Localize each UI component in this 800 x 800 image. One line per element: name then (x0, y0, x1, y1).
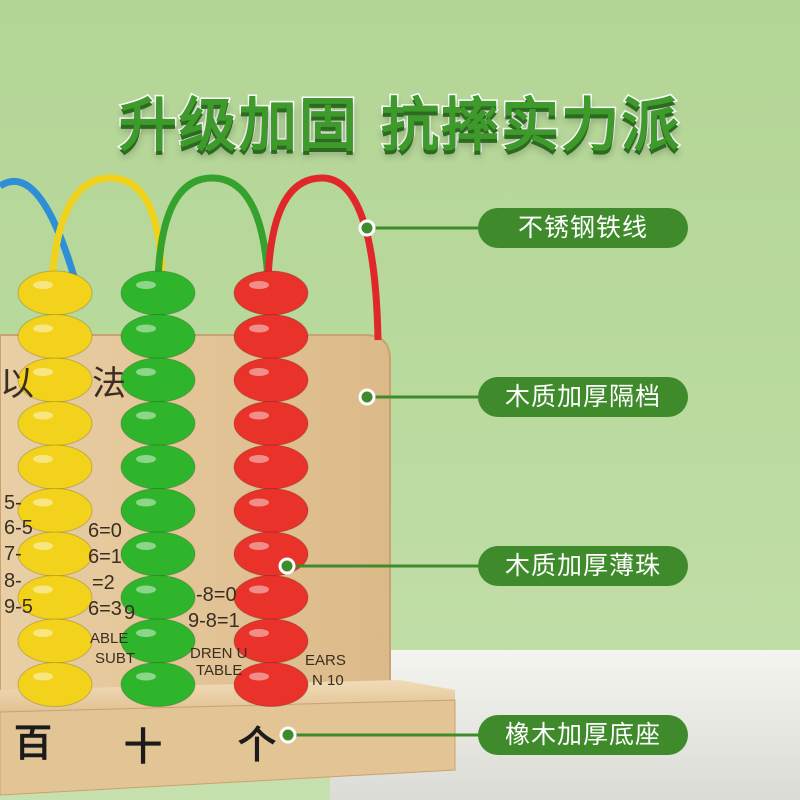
callout-dot (278, 557, 296, 575)
callout-dot (279, 726, 297, 744)
green-wire (154, 174, 272, 281)
bead-highlight (249, 368, 269, 376)
base-label-hundreds: 百 (14, 720, 53, 765)
bead-highlight (33, 542, 53, 550)
headline: 升级加固 抗摔实力派 (117, 90, 682, 161)
abacus-bead (233, 357, 309, 403)
board-text: 6-5 (4, 517, 33, 539)
bead-highlight (33, 411, 53, 420)
abacus-bead (233, 401, 309, 446)
abacus-bead (120, 270, 196, 316)
abacus-bead (17, 662, 93, 707)
base-label-tens: 十 (124, 724, 163, 769)
bead-highlight (136, 498, 156, 507)
abacus-bead (17, 270, 93, 316)
board-text: TABLE (196, 662, 243, 679)
abacus-bead (120, 444, 196, 490)
abacus-bead (233, 531, 309, 577)
base-label-ones: 个 (238, 722, 277, 767)
board-text: 9-5 (4, 596, 33, 618)
oak-base-top (0, 680, 455, 712)
callout-steel-wire: 不锈钢铁线 (478, 208, 688, 248)
bead-highlight (33, 368, 53, 376)
bead-highlight (249, 411, 269, 420)
abacus-bead (17, 444, 93, 490)
bead-highlight (249, 498, 269, 507)
callout-oak-base: 橡木加厚底座 (478, 715, 688, 755)
board-text: 6=3 (88, 598, 122, 620)
bead-highlight (33, 455, 53, 463)
bead-highlight (249, 629, 269, 637)
bead-highlight (33, 585, 53, 594)
callout-wooden-board: 木质加厚隔档 (478, 377, 688, 417)
abacus-bead (120, 357, 196, 403)
board-text: N 10 (312, 672, 344, 689)
bead-highlight (136, 324, 156, 333)
callout-wooden-beads: 木质加厚薄珠 (478, 546, 688, 586)
board-text: 6=0 (88, 520, 122, 542)
bead-highlight (33, 672, 53, 681)
board-text: =2 (92, 572, 115, 594)
abacus-bead (17, 314, 93, 359)
abacus-bead (120, 314, 196, 359)
abacus-bead (120, 531, 196, 577)
board-text: 以 (0, 365, 34, 403)
abacus-bead (120, 662, 196, 707)
board-text: 9-8=1 (188, 610, 240, 632)
bead-highlight (136, 585, 156, 594)
board-text: -8=0 (196, 584, 237, 606)
oak-base-front (0, 699, 456, 796)
bead-highlight (136, 368, 156, 376)
bead-highlight (249, 672, 269, 681)
board-text: SUBT (95, 650, 136, 667)
board-text: 8- (4, 570, 22, 592)
board-text: 法 (92, 365, 126, 403)
abacus-bead (233, 488, 309, 533)
abacus-bead (233, 662, 309, 707)
abacus-bead (120, 401, 196, 446)
abacus-bead (233, 575, 309, 620)
bead-highlight (136, 542, 156, 550)
bead-highlight (136, 455, 156, 463)
yellow-wire (48, 174, 166, 281)
board-text: ABLE (90, 630, 129, 647)
bead-highlight (33, 281, 53, 289)
callout-dot (358, 388, 376, 406)
bead-highlight (249, 281, 269, 289)
bead-highlight (249, 455, 269, 463)
abacus-bead (120, 488, 196, 533)
board-text: 6=1 (88, 546, 122, 568)
board-text: DREN U (190, 645, 248, 662)
bead-highlight (136, 281, 156, 289)
bead-highlight (136, 629, 156, 637)
abacus-bead (233, 270, 309, 316)
bead-highlight (33, 498, 53, 507)
bead-highlight (249, 542, 269, 550)
red-wire (264, 174, 382, 341)
bead-highlight (33, 324, 53, 333)
bead-highlight (249, 324, 269, 333)
bead-highlight (249, 585, 269, 594)
board-text: 7- (4, 543, 22, 565)
abacus-bead (233, 314, 309, 359)
board-text: 5- (4, 492, 22, 514)
abacus-bead (17, 401, 93, 446)
board-text: EARS (305, 652, 346, 669)
bead-highlight (136, 672, 156, 681)
callout-dot (358, 219, 376, 237)
bead-highlight (33, 629, 53, 637)
abacus-bead (233, 444, 309, 490)
abacus-bead (17, 618, 93, 664)
blue-wire (0, 177, 79, 281)
bead-highlight (136, 411, 156, 420)
board-text: 9 (124, 602, 136, 624)
